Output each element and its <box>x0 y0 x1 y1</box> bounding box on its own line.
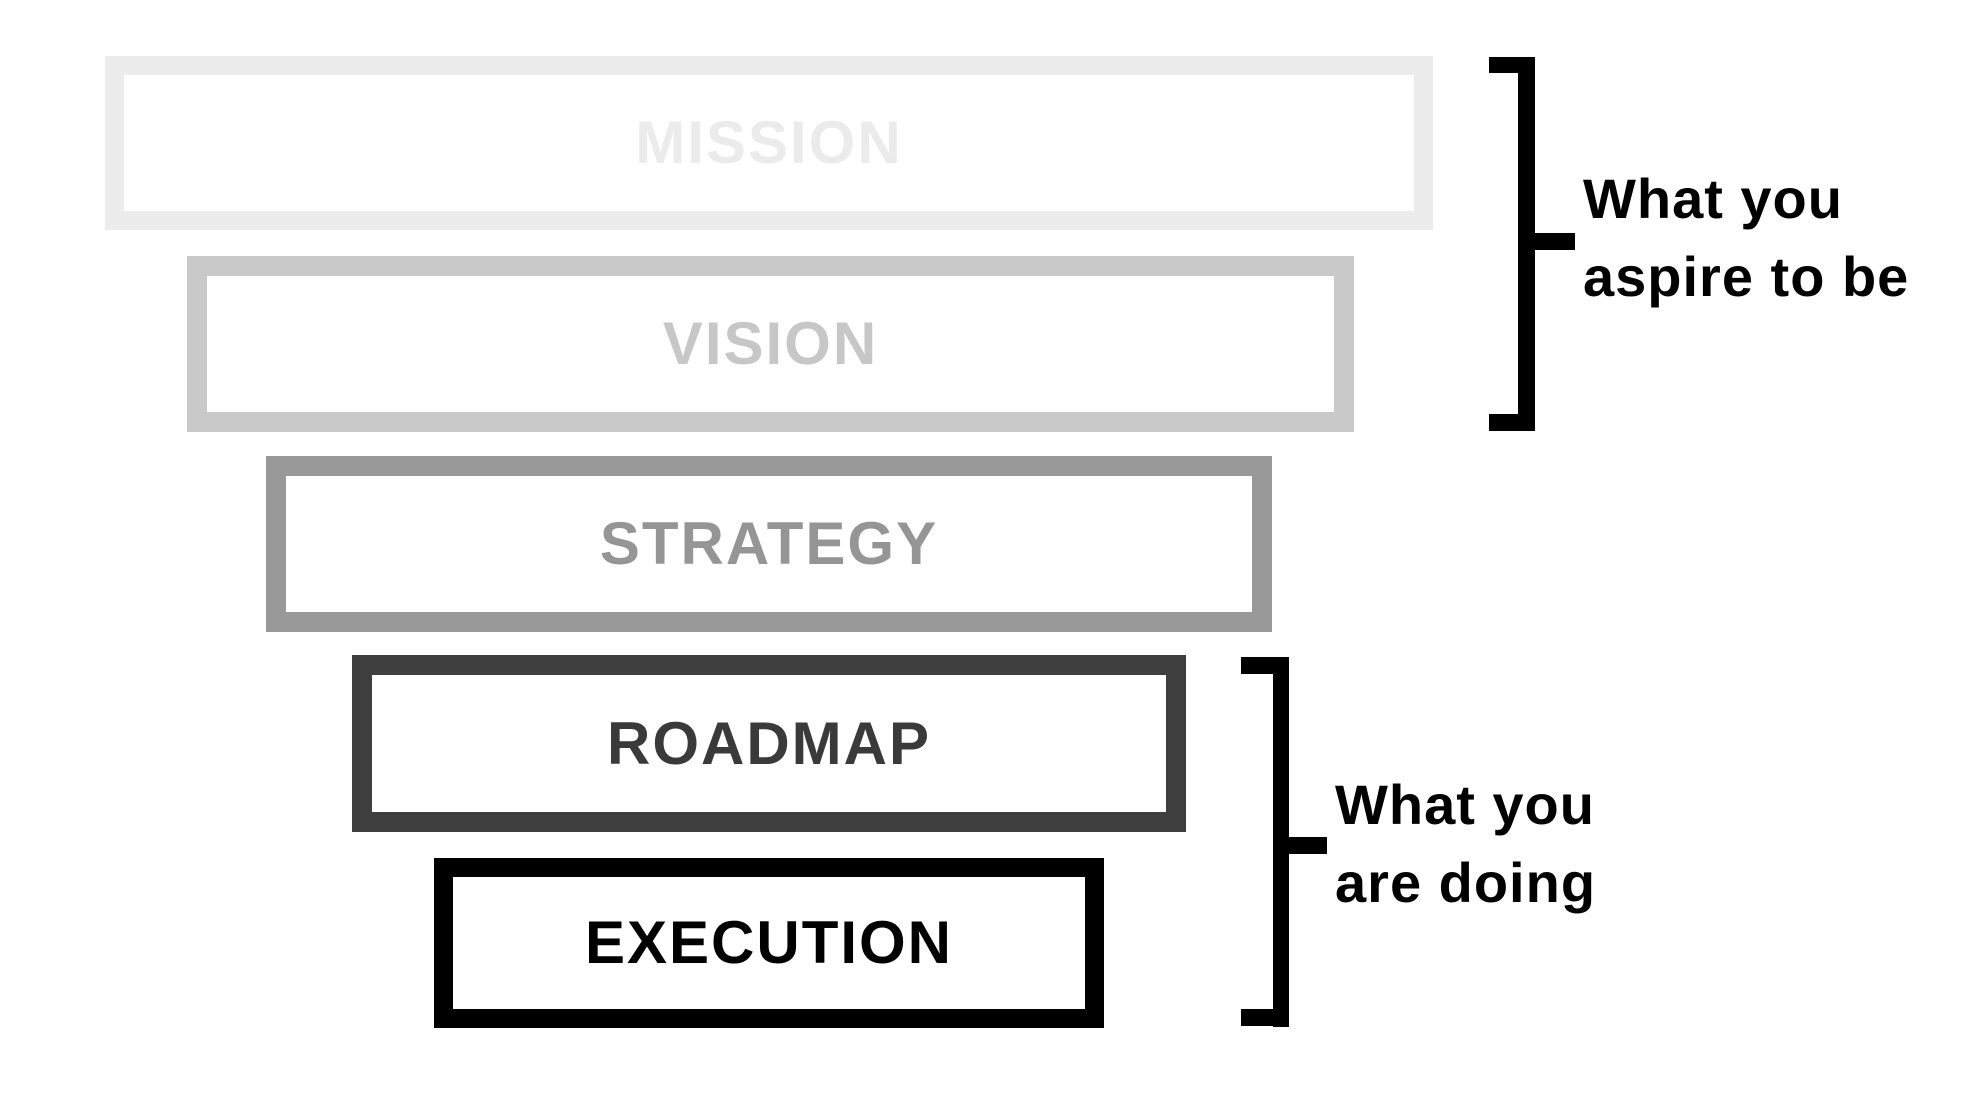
annotation-doing-line-1: What you <box>1335 773 1595 836</box>
level-label-vision: VISION <box>662 310 879 377</box>
level-box-mission: MISSION <box>105 56 1433 230</box>
level-label-strategy: STRATEGY <box>599 510 939 577</box>
aspire-brace-bottom-hook <box>1489 414 1535 431</box>
aspire-brace-vertical <box>1518 57 1535 431</box>
level-label-execution: EXECUTION <box>584 909 954 976</box>
level-box-execution: EXECUTION <box>434 858 1104 1028</box>
level-box-vision: VISION <box>187 256 1354 432</box>
doing-brace-bottom-hook <box>1241 1009 1289 1026</box>
level-label-roadmap: ROADMAP <box>607 709 931 777</box>
annotation-doing-line-2: are doing <box>1335 851 1597 914</box>
annotation-aspire-line-2: aspire to be <box>1583 245 1910 308</box>
annotation-aspire: What you aspire to be <box>1583 160 1909 316</box>
annotation-aspire-line-1: What you <box>1583 167 1843 230</box>
annotation-doing: What you are doing <box>1335 766 1596 922</box>
level-box-roadmap: ROADMAP <box>352 655 1186 832</box>
doing-brace-middle-nub <box>1289 837 1327 854</box>
doing-brace-vertical <box>1273 657 1289 1027</box>
level-box-strategy: STRATEGY <box>266 456 1272 632</box>
aspire-brace-middle-nub <box>1535 233 1575 250</box>
level-label-mission: MISSION <box>635 109 903 176</box>
